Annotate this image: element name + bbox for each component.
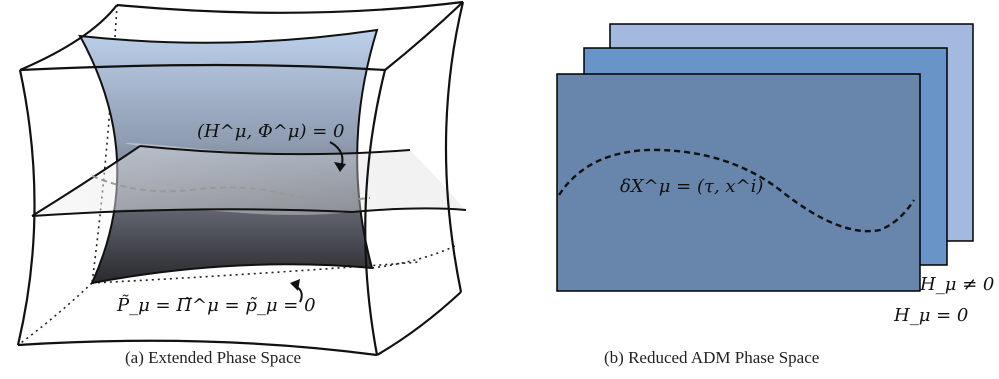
sheet-front xyxy=(556,73,921,292)
surface-wave-curve xyxy=(91,175,371,201)
gauge-slice-edge-left xyxy=(31,145,141,217)
caption-a: (a) Extended Phase Space xyxy=(125,348,301,367)
constraint-label: (H^μ, Φ^μ) = 0 xyxy=(197,121,344,142)
label-h-zero: H_μ = 0 xyxy=(893,305,968,326)
gauge-slice-edge-back xyxy=(139,145,411,156)
gauge-slice-edge-front xyxy=(31,207,467,217)
gauge-slice xyxy=(32,143,465,216)
bottom-face-dotted xyxy=(371,245,456,269)
panel-b-reduced-adm-phase-space: δX^μ = (τ, x^i) H_μ ≠ 0 H_μ = 0 (b) Redu… xyxy=(556,23,994,367)
label-h-nonzero: H_μ ≠ 0 xyxy=(919,274,994,295)
panel-a-extended-phase-space: (H^μ, Φ^μ) = 0 P̃_μ = Π̃^μ = p̃_μ = 0 (a… xyxy=(16,0,467,367)
box-hidden-edges xyxy=(17,4,421,346)
box-edges xyxy=(16,0,465,357)
caption-b: (b) Reduced ADM Phase Space xyxy=(604,348,819,367)
embedding-label: δX^μ = (τ, x^i) xyxy=(620,176,763,197)
gauge-label: P̃_μ = Π̃^μ = p̃_μ = 0 xyxy=(116,294,316,316)
